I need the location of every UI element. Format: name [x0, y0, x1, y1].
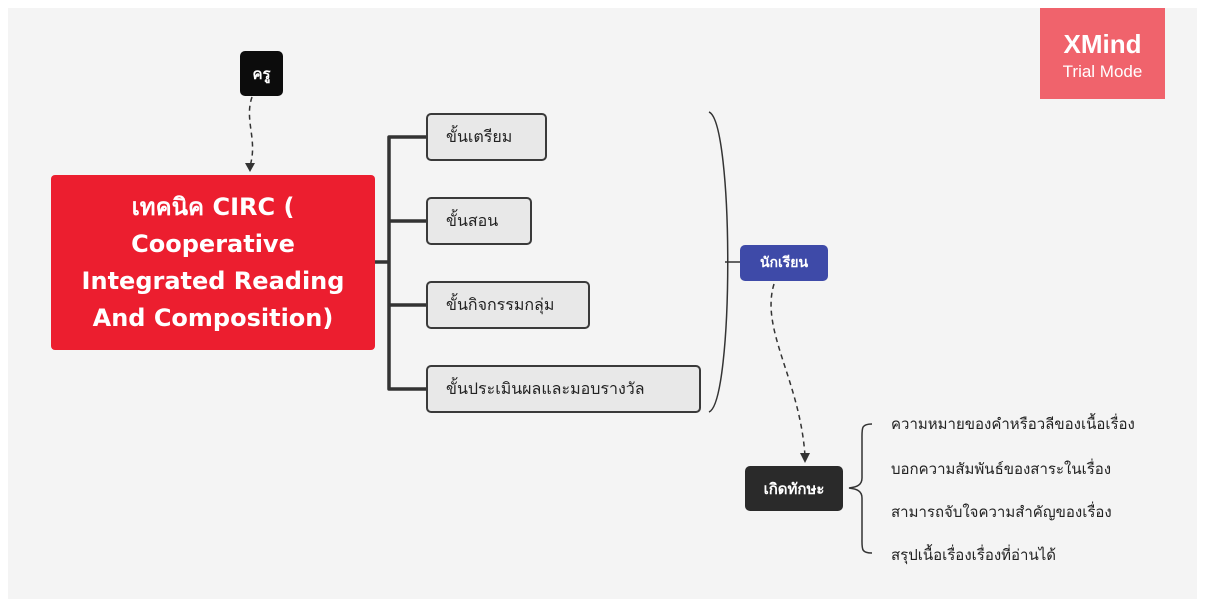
- skills-label: เกิดทักษะ: [763, 479, 825, 498]
- step-teach[interactable]: ขั้นสอน: [426, 197, 532, 245]
- teacher-label: ครู: [252, 64, 271, 83]
- student-arrow: [770, 283, 806, 457]
- skill-item[interactable]: สามารถจับใจความสำคัญของเรื่อง: [891, 503, 1112, 521]
- central-topic-text: เทคนิค CIRC ( Cooperative Integrated Rea…: [81, 192, 345, 332]
- skill-item[interactable]: สรุปเนื้อเรื่องเรื่องที่อ่านได้: [891, 546, 1057, 564]
- skills-node[interactable]: เกิดทักษะ: [745, 466, 843, 511]
- student-arrowhead: [800, 453, 810, 463]
- step-branch-lines: [373, 135, 428, 391]
- step-label: ขั้นประเมินผลและมอบรางวัล: [446, 378, 645, 398]
- skills-brace: [848, 423, 873, 554]
- step-evaluate-reward[interactable]: ขั้นประเมินผลและมอบรางวัล: [426, 365, 701, 413]
- step-label: ขั้นกิจกรรมกลุ่ม: [446, 294, 555, 314]
- watermark-subtitle: Trial Mode: [1062, 62, 1143, 81]
- step-group-activity[interactable]: ขั้นกิจกรรมกลุ่ม: [426, 281, 590, 329]
- teacher-arrowhead: [245, 163, 255, 172]
- student-node[interactable]: นักเรียน: [740, 245, 828, 281]
- teacher-arrow: [248, 96, 254, 167]
- skill-item[interactable]: ความหมายของคำหรือวลีของเนื้อเรื่อง: [891, 415, 1135, 433]
- steps-summary-brace: [708, 111, 729, 413]
- watermark-title: XMind: [1063, 29, 1142, 59]
- step-label: ขั้นสอน: [446, 210, 499, 230]
- xmind-watermark: XMind Trial Mode: [1040, 8, 1165, 99]
- central-topic[interactable]: เทคนิค CIRC ( Cooperative Integrated Rea…: [51, 175, 375, 350]
- step-prepare[interactable]: ขั้นเตรียม: [426, 113, 547, 161]
- teacher-node[interactable]: ครู: [240, 51, 283, 96]
- step-label: ขั้นเตรียม: [446, 126, 513, 146]
- student-label: นักเรียน: [759, 255, 809, 271]
- skill-item[interactable]: บอกความสัมพันธ์ของสาระในเรื่อง: [891, 460, 1112, 478]
